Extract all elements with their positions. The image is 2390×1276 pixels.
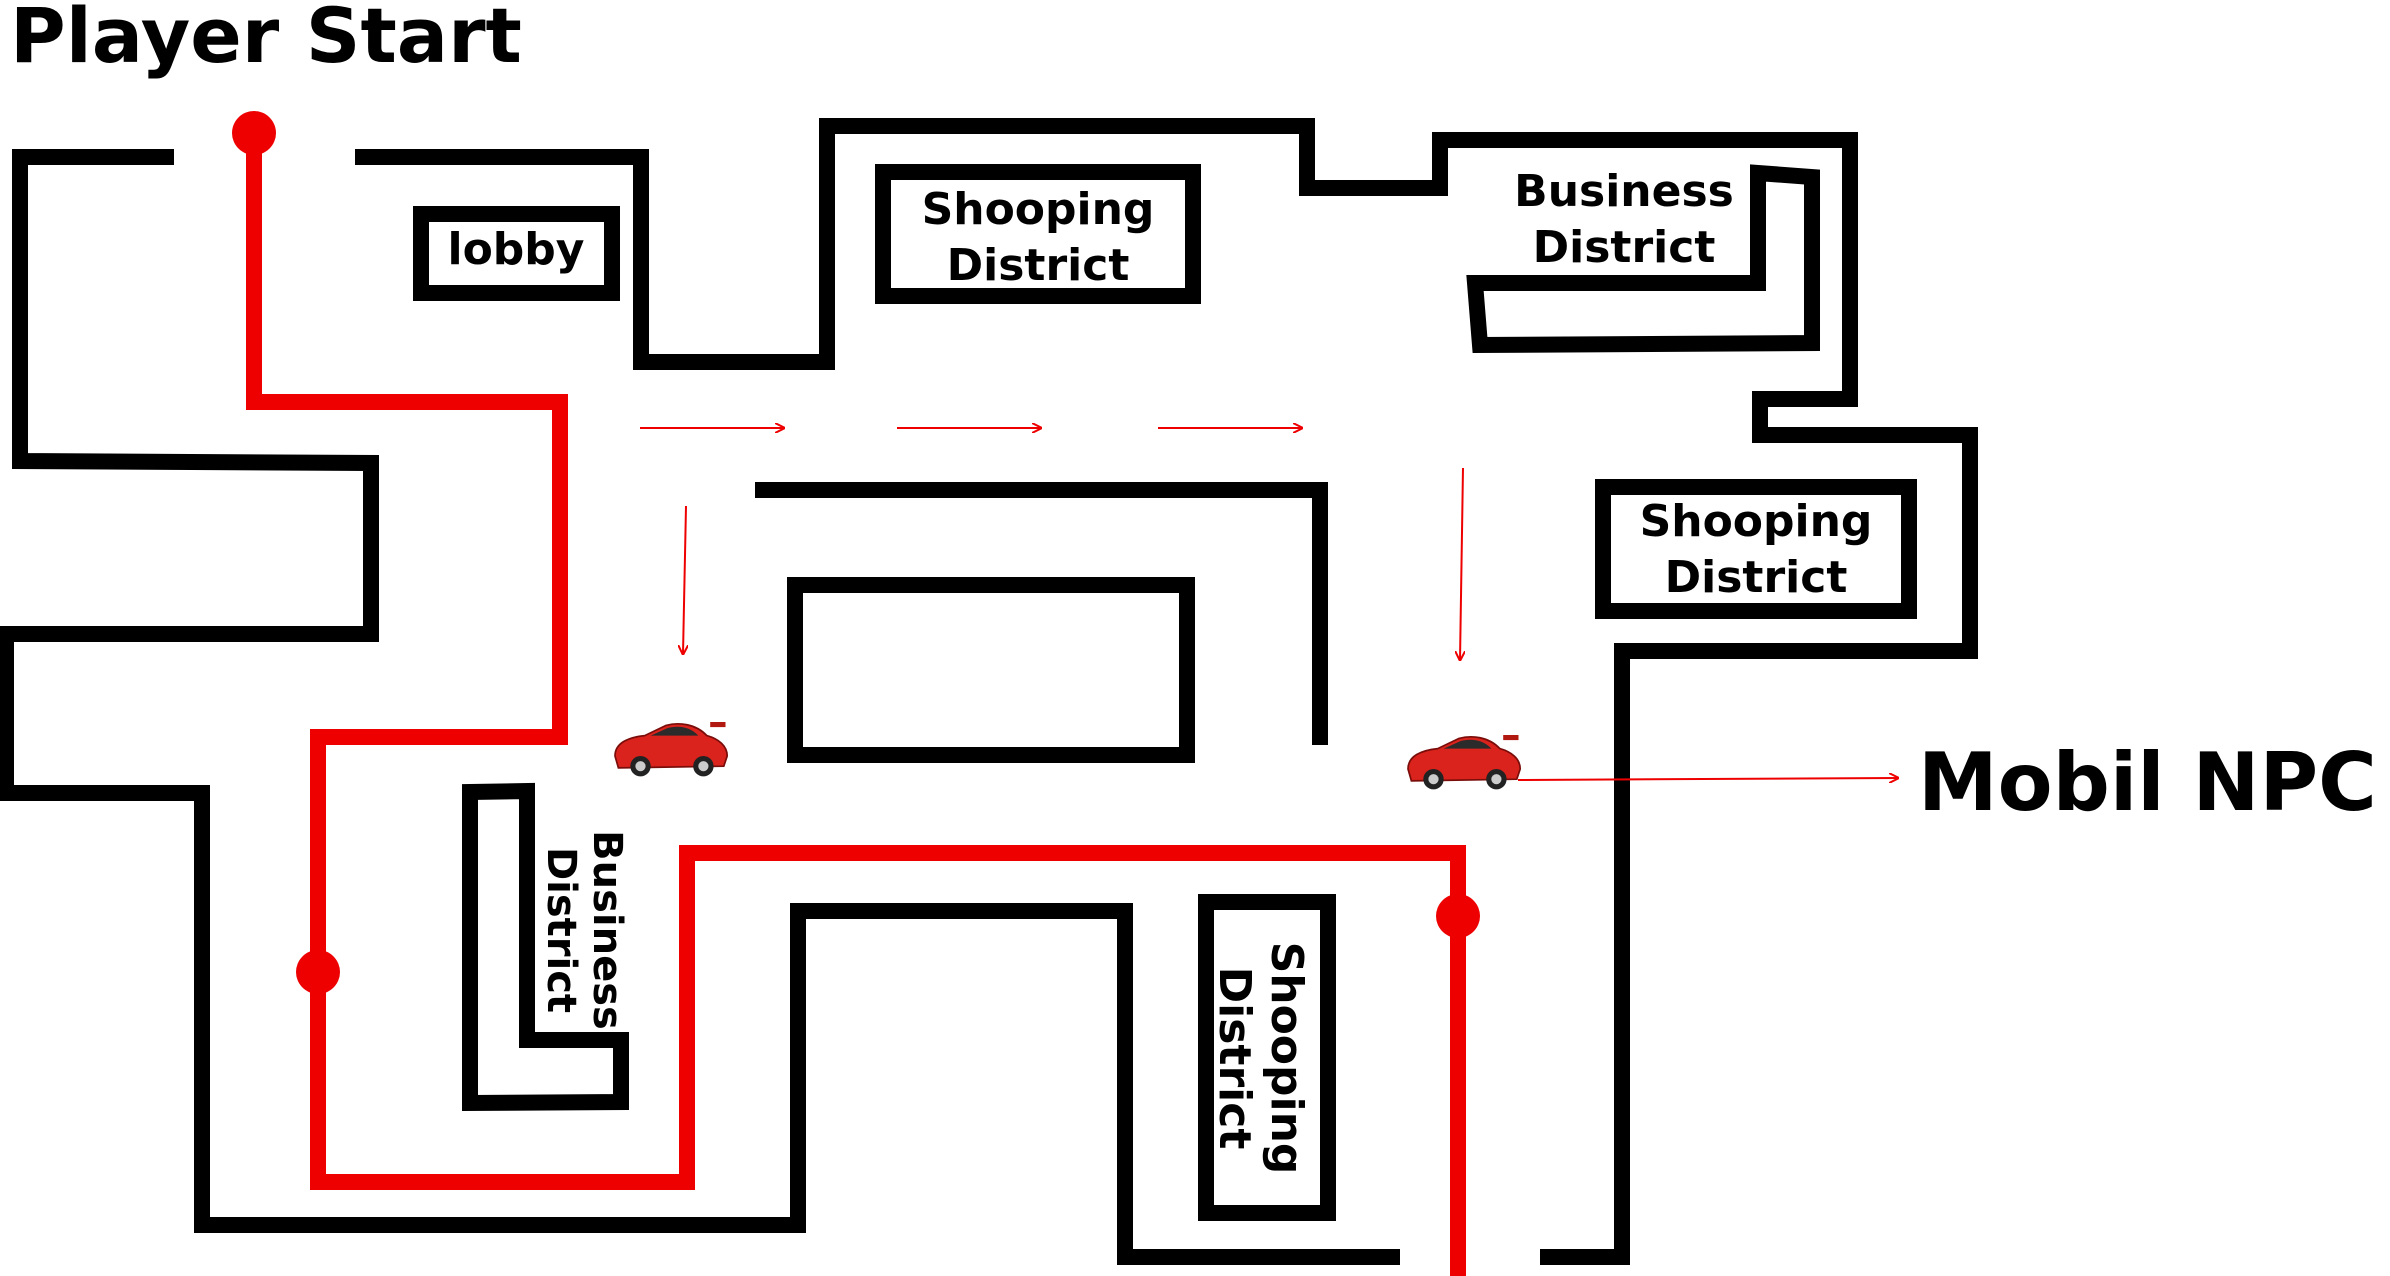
shopping-district-right-box — [1595, 479, 1917, 619]
district-boxes — [413, 164, 1917, 1221]
business-top-label-1: Business — [1514, 166, 1734, 217]
wall-center-top — [755, 482, 1328, 745]
route-waypoint-right — [1436, 894, 1480, 938]
business-vertical-label-2: District — [538, 847, 584, 1013]
shopping-right-label-2: District — [1665, 552, 1848, 603]
title-player-start: Player Start — [10, 0, 522, 80]
shopping-district-bottom-box — [1198, 894, 1336, 1221]
npc-path-arrows — [640, 428, 1898, 780]
shopping-top-label-1: Shooping — [922, 184, 1155, 235]
route-start-dot — [232, 111, 276, 155]
wall-business-bottom-left — [462, 782, 629, 1112]
business-vertical-label-1: Business — [584, 830, 630, 1030]
wall-top-left — [355, 118, 1978, 1265]
shopping-district-top-box — [875, 164, 1201, 304]
npc-arrow-down-right — [1460, 467, 1463, 660]
shopping-right-label-1: Shooping — [1640, 496, 1873, 547]
wall-outer-left — [0, 149, 1400, 1265]
lobby-label: lobby — [448, 224, 585, 275]
npc-label-arrow — [1517, 778, 1898, 780]
shopping-top-label-2: District — [947, 240, 1130, 291]
npc-arrow-down-left — [683, 505, 686, 654]
npc-label: Mobil NPC — [1918, 736, 2377, 829]
wall-business-top-right — [1466, 164, 1820, 354]
shopping-vertical-label-2: District — [1209, 967, 1260, 1150]
maze-walls — [0, 118, 1978, 1265]
business-top-label-2: District — [1533, 222, 1716, 273]
shopping-vertical-label-1: Shooping — [1261, 942, 1312, 1175]
player-route — [232, 111, 1480, 1276]
route-waypoint-left — [296, 950, 340, 994]
lobby-box — [413, 206, 620, 301]
red-car-icon — [1407, 734, 1522, 791]
wall-center-block — [787, 577, 1195, 763]
red-car-icon — [614, 721, 729, 778]
